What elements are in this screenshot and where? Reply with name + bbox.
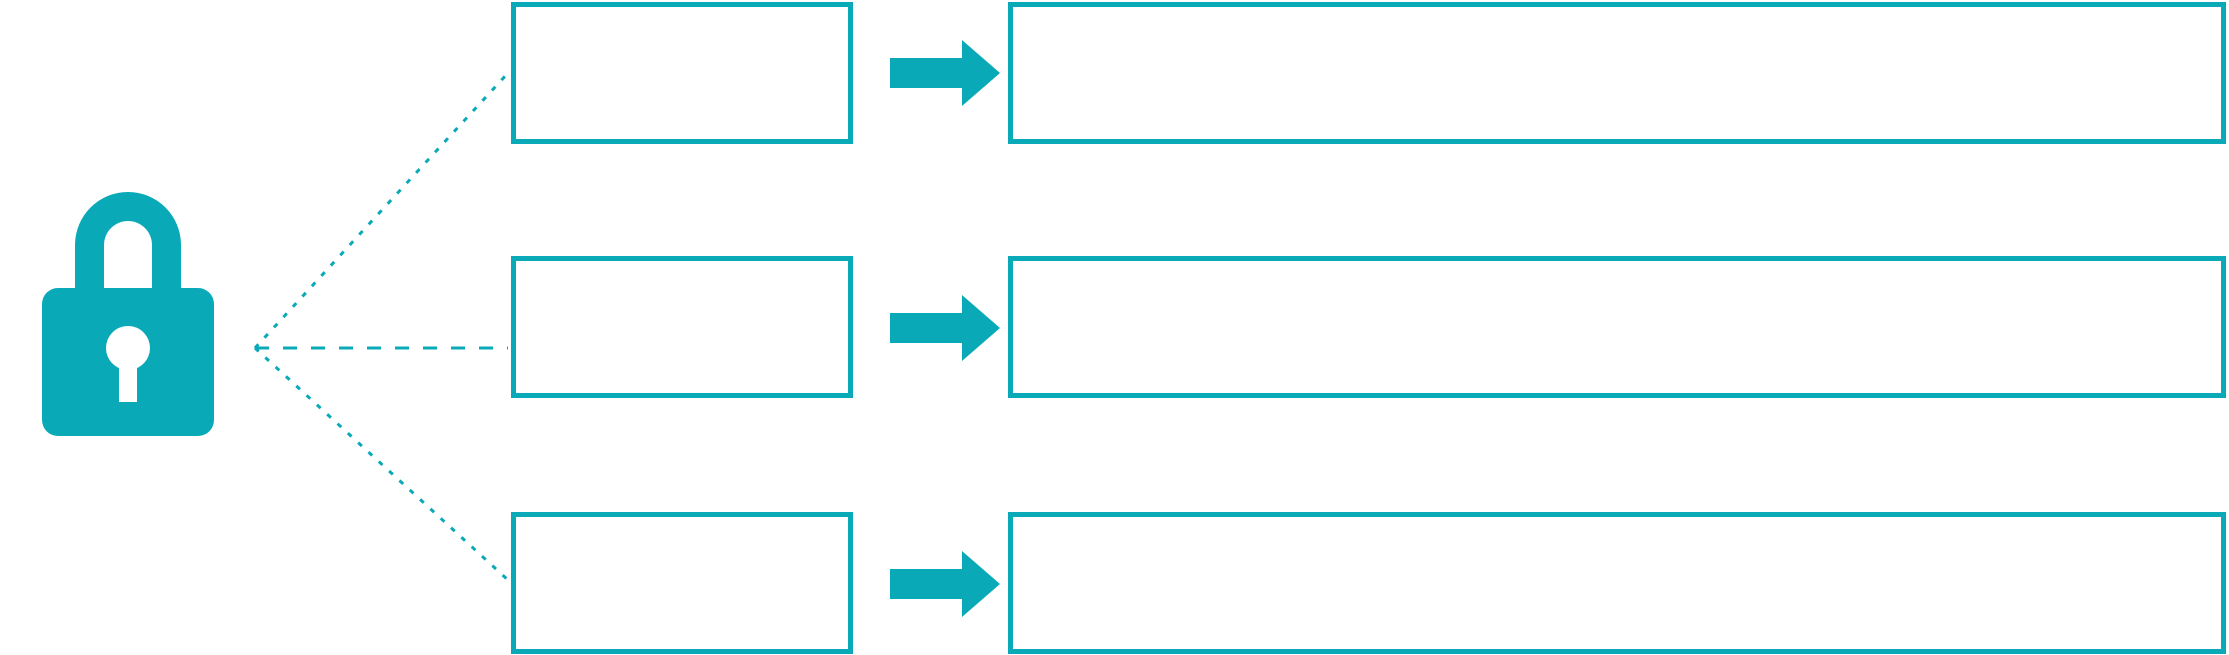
- connector-line-row-3: [253, 346, 510, 582]
- lock-icon: [42, 192, 214, 436]
- left-box-row-2[interactable]: [511, 256, 853, 398]
- right-box-row-3[interactable]: [1008, 512, 2226, 654]
- arrow-icon-row-1: [890, 40, 1000, 106]
- arrow-group: [890, 40, 1000, 617]
- right-box-row-2[interactable]: [1008, 256, 2226, 398]
- arrow-icon-row-3: [890, 551, 1000, 617]
- arrow-icon-row-2: [890, 295, 1000, 361]
- connector-lines: [253, 71, 510, 582]
- connector-line-row-1: [253, 71, 510, 350]
- left-box-row-1[interactable]: [511, 2, 853, 144]
- left-box-row-3[interactable]: [511, 512, 853, 654]
- right-box-row-1[interactable]: [1008, 2, 2226, 144]
